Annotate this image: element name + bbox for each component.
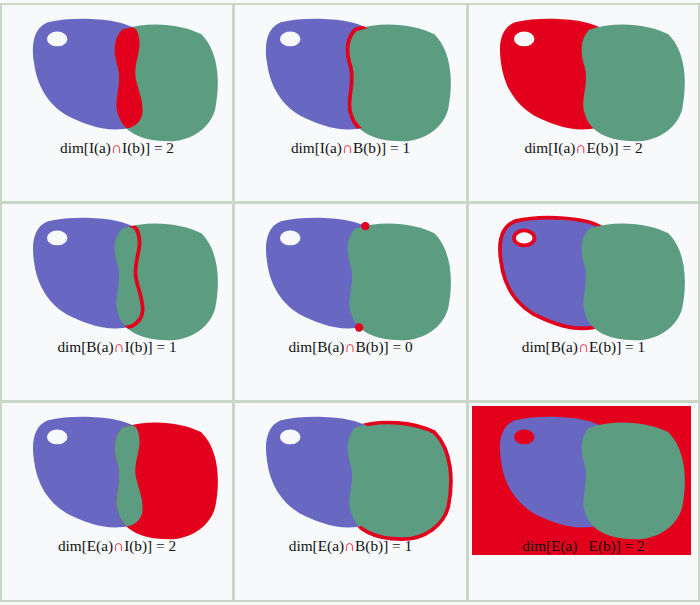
region-b bbox=[582, 224, 685, 341]
caption-part: I(b)] = 2 bbox=[122, 139, 174, 156]
region-b bbox=[582, 423, 685, 540]
cell-illustration bbox=[266, 417, 451, 539]
caption-part: I(b)] = 1 bbox=[125, 338, 177, 355]
cell-illustration bbox=[266, 19, 451, 141]
intersection-symbol: ∩ bbox=[113, 537, 124, 554]
dimension-caption: dim[B(a)∩B(b)] = 0 bbox=[235, 338, 466, 356]
caption-part: E(b)] = 2 bbox=[589, 537, 645, 554]
boundary-crossing bbox=[355, 323, 363, 331]
overlap-highlight bbox=[115, 25, 218, 142]
region-b bbox=[115, 25, 218, 142]
region-pair bbox=[500, 218, 685, 340]
dimension-caption: dim[E(a)∩E(b)] = 2 bbox=[469, 537, 698, 555]
intersection-symbol: ∩ bbox=[344, 338, 355, 355]
caption-part: dim[I(a) bbox=[524, 139, 575, 156]
boundary-crossing bbox=[361, 222, 369, 230]
cell-illustration bbox=[472, 406, 691, 555]
region-b bbox=[348, 423, 451, 540]
cell-illustration bbox=[33, 19, 218, 141]
cell-illustration bbox=[266, 218, 451, 340]
cell-illustration bbox=[33, 218, 218, 340]
caption-part: B(b)] = 1 bbox=[355, 537, 412, 554]
caption-part: dim[E(a) bbox=[522, 537, 577, 554]
intersection-symbol: ∩ bbox=[577, 537, 588, 554]
region-b bbox=[348, 224, 451, 341]
region-pair bbox=[33, 218, 218, 340]
region-b-highlight bbox=[115, 423, 218, 540]
region-pair bbox=[500, 417, 685, 539]
dimension-caption: dim[I(a)∩I(b)] = 2 bbox=[2, 139, 232, 157]
region-pair bbox=[33, 417, 218, 539]
matrix-cell: dim[I(a)∩E(b)] = 2 bbox=[467, 3, 700, 203]
caption-part: B(b)] = 1 bbox=[353, 139, 410, 156]
caption-part: B(b)] = 0 bbox=[356, 338, 413, 355]
region-pair bbox=[33, 19, 218, 141]
dimension-caption: dim[I(a)∩B(b)] = 1 bbox=[235, 139, 466, 157]
region-pair bbox=[266, 417, 451, 539]
intersection-symbol: ∩ bbox=[111, 139, 122, 156]
dimension-caption: dim[I(a)∩E(b)] = 2 bbox=[469, 139, 698, 157]
boundary-a-highlight bbox=[33, 218, 143, 329]
boundary-b-highlight bbox=[348, 25, 451, 142]
cell-illustration bbox=[500, 218, 685, 340]
caption-part: E(b)] = 2 bbox=[586, 139, 642, 156]
caption-part: dim[I(a) bbox=[291, 139, 342, 156]
region-b bbox=[115, 224, 218, 341]
region-pair bbox=[500, 19, 685, 141]
dimension-caption: dim[B(a)∩E(b)] = 1 bbox=[469, 338, 698, 356]
matrix-cell: dim[I(a)∩I(b)] = 2 bbox=[0, 3, 234, 203]
boundary-b-highlight bbox=[348, 423, 451, 540]
matrix-cell: dim[E(a)∩I(b)] = 2 bbox=[0, 401, 234, 602]
region-b bbox=[348, 25, 451, 142]
caption-part: dim[I(a) bbox=[60, 139, 111, 156]
overlap-region bbox=[115, 423, 218, 540]
caption-part: dim[B(a) bbox=[57, 338, 113, 355]
region-pair bbox=[266, 19, 451, 141]
caption-part: dim[E(a) bbox=[58, 537, 113, 554]
exterior-highlight bbox=[472, 406, 691, 555]
cell-illustration bbox=[33, 417, 218, 539]
caption-part: E(b)] = 1 bbox=[589, 338, 645, 355]
intersection-symbol: ∩ bbox=[578, 338, 589, 355]
caption-part: I(b)] = 2 bbox=[124, 537, 176, 554]
intersection-symbol: ∩ bbox=[114, 338, 125, 355]
region-pair bbox=[266, 218, 451, 340]
matrix-cell: dim[B(a)∩E(b)] = 1 bbox=[467, 202, 700, 402]
caption-part: dim[B(a) bbox=[522, 338, 578, 355]
intersection-symbol: ∩ bbox=[344, 537, 355, 554]
dimension-caption: dim[B(a)∩I(b)] = 1 bbox=[2, 338, 232, 356]
caption-part: dim[E(a) bbox=[289, 537, 344, 554]
intersection-symbol: ∩ bbox=[342, 139, 353, 156]
matrix-cell: dim[I(a)∩B(b)] = 1 bbox=[233, 3, 468, 203]
dimension-caption: dim[E(a)∩B(b)] = 1 bbox=[235, 537, 466, 555]
caption-part: dim[B(a) bbox=[288, 338, 344, 355]
cell-illustration bbox=[500, 19, 685, 141]
matrix-cell: dim[B(a)∩I(b)] = 1 bbox=[0, 202, 234, 402]
intersection-symbol: ∩ bbox=[575, 139, 586, 156]
dimension-caption: dim[E(a)∩I(b)] = 2 bbox=[2, 537, 232, 555]
matrix-cell: dim[E(a)∩B(b)] = 1 bbox=[233, 401, 468, 602]
matrix-cell: dim[E(a)∩E(b)] = 2 bbox=[467, 401, 700, 602]
matrix-cell: dim[B(a)∩B(b)] = 0 bbox=[233, 202, 468, 402]
region-b bbox=[582, 25, 685, 142]
